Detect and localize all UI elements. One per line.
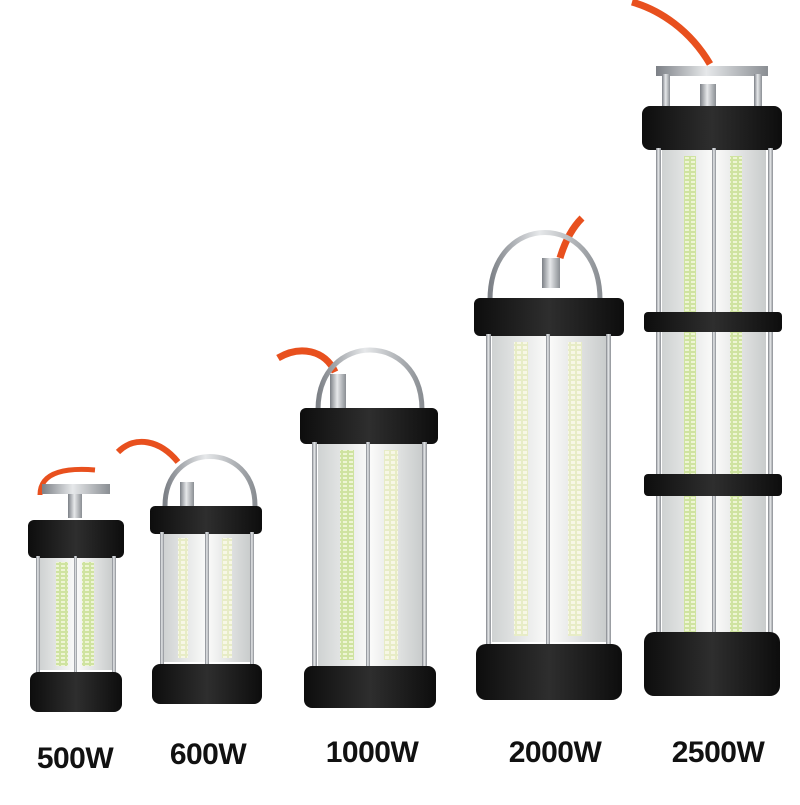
rod xyxy=(366,442,370,670)
handle-post xyxy=(754,74,762,108)
top-cap xyxy=(474,298,624,336)
rod xyxy=(712,148,716,644)
lamp-1000w xyxy=(276,347,438,708)
led-strip xyxy=(82,562,94,666)
handle xyxy=(656,66,768,76)
cable xyxy=(37,466,96,496)
bottom-cap xyxy=(644,632,780,696)
cable xyxy=(631,0,714,66)
lamp-500w xyxy=(28,466,124,712)
led-strip xyxy=(514,342,528,636)
rod xyxy=(486,334,491,646)
handle xyxy=(42,484,110,494)
bottom-cap xyxy=(476,644,622,700)
connector xyxy=(180,482,194,506)
handle xyxy=(487,230,603,301)
connector xyxy=(700,84,716,108)
top-cap xyxy=(642,106,782,150)
led-strip xyxy=(340,450,354,660)
connector xyxy=(542,258,560,288)
cable xyxy=(556,215,585,260)
led-strip xyxy=(222,538,232,658)
label-500w: 500W xyxy=(36,742,114,775)
bottom-cap xyxy=(152,664,262,704)
rod xyxy=(606,334,611,646)
handle xyxy=(315,347,425,411)
connector xyxy=(330,374,346,408)
rod xyxy=(312,442,317,670)
rod xyxy=(422,442,427,670)
handle xyxy=(162,454,258,507)
rod xyxy=(205,532,209,668)
top-cap xyxy=(300,408,438,444)
cable xyxy=(276,347,339,374)
led-strip xyxy=(56,562,68,666)
middle-ring xyxy=(644,312,782,332)
rod xyxy=(74,556,77,674)
top-cap xyxy=(28,520,124,558)
lamp-2500w xyxy=(631,0,782,696)
rod xyxy=(768,148,773,644)
rod xyxy=(656,148,661,644)
handle-post xyxy=(662,74,670,108)
led-strip xyxy=(730,156,742,634)
rod xyxy=(250,532,254,668)
led-strip xyxy=(178,538,188,658)
rod xyxy=(160,532,164,668)
led-strip xyxy=(568,342,582,636)
lamp-2000w xyxy=(474,215,624,700)
middle-ring xyxy=(644,474,782,496)
bottom-cap xyxy=(304,666,436,708)
led-strip xyxy=(684,156,696,634)
rod xyxy=(36,556,40,674)
top-cap xyxy=(150,506,262,534)
led-strip xyxy=(384,450,398,660)
lamp-600w xyxy=(115,438,262,704)
bottom-cap xyxy=(30,672,122,712)
rod xyxy=(546,334,550,646)
label-2000w: 2000W xyxy=(508,736,602,769)
label-600w: 600W xyxy=(169,738,247,771)
handle-post xyxy=(68,494,82,518)
rod xyxy=(112,556,116,674)
cable xyxy=(115,438,181,464)
label-1000w: 1000W xyxy=(325,736,419,769)
label-2500w: 2500W xyxy=(671,736,765,769)
